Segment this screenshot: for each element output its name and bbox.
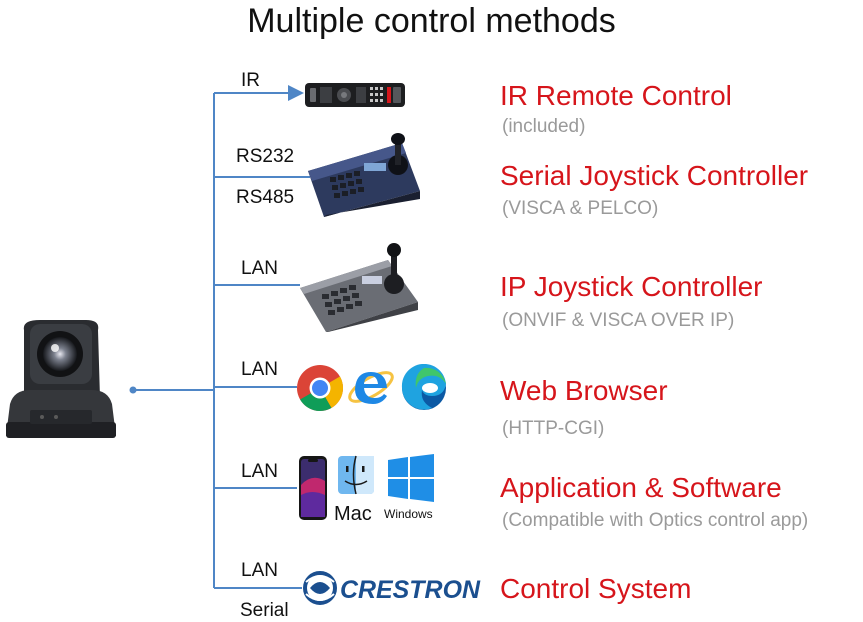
edge-icon <box>401 364 446 410</box>
windows-icon: Windows <box>384 454 434 521</box>
mac-finder-icon: Mac <box>334 455 374 524</box>
port-label-lan: LAN <box>241 461 278 482</box>
serial-joystick-icon <box>308 133 420 217</box>
method-control-system: Control System <box>500 573 692 604</box>
port-label-serial: Serial <box>240 600 289 621</box>
ir-remote-icon <box>305 83 405 107</box>
method-ir-remote: IR Remote Control <box>500 80 732 111</box>
method-ir-remote-note: (included) <box>502 116 586 137</box>
port-label-rs485: RS485 <box>236 187 295 208</box>
mac-label: Mac <box>334 503 372 524</box>
windows-label: Windows <box>384 507 433 521</box>
port-label-ir: IR <box>241 70 260 91</box>
method-ip-joystick-note: (ONVIF & VISCA OVER IP) <box>502 310 735 331</box>
ptz-camera-icon <box>6 320 116 438</box>
crestron-label: CRESTRON <box>340 576 481 604</box>
ip-joystick-icon <box>300 243 418 332</box>
method-application: Application & Software <box>500 472 782 503</box>
method-ip-joystick: IP Joystick Controller <box>500 271 763 302</box>
method-application-note: (Compatible with Optics control app) <box>502 510 809 531</box>
port-label-rs232: RS232 <box>236 146 295 167</box>
port-label-lan: LAN <box>241 258 278 279</box>
method-serial-joystick-note: (VISCA & PELCO) <box>502 198 659 219</box>
port-label-lan: LAN <box>241 359 278 380</box>
phone-icon <box>299 456 327 520</box>
method-web-browser: Web Browser <box>500 375 668 406</box>
method-serial-joystick: Serial Joystick Controller <box>500 160 809 191</box>
crestron-logo: CRESTRON <box>303 571 481 605</box>
ie-icon <box>348 371 394 404</box>
method-web-browser-note: (HTTP-CGI) <box>502 418 605 439</box>
chrome-icon <box>297 365 344 411</box>
port-label-lan: LAN <box>241 560 278 581</box>
page-title: Multiple control methods <box>247 2 616 40</box>
